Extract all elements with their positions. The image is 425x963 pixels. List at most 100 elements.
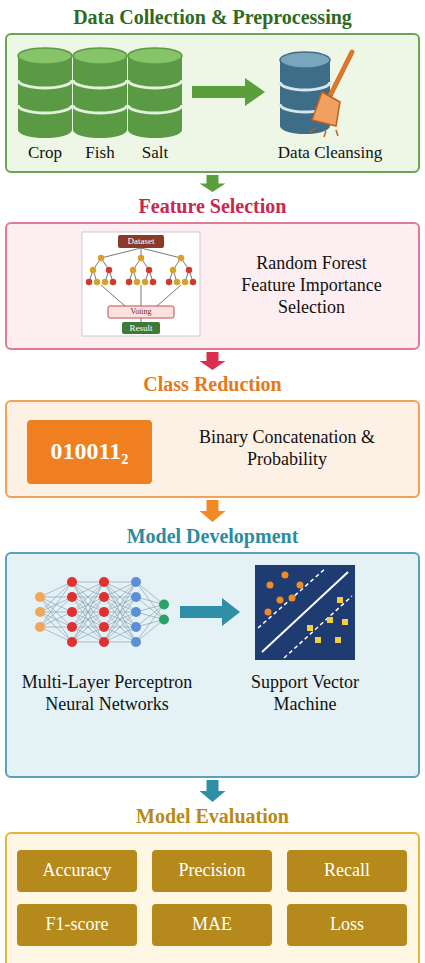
- panel-description: Binary Concatenation & Probability: [167, 427, 407, 471]
- neural-network-icon-part: [104, 582, 136, 597]
- icon-caption: Data Cleansing: [260, 143, 400, 164]
- panel-fill: [5, 552, 420, 778]
- svm-icon-part: [265, 609, 272, 616]
- stage-panel: Data Collection & PreprocessingCropFishS…: [5, 33, 420, 173]
- neural-network-icon-part: [40, 597, 72, 642]
- metric-box: Loss: [287, 904, 407, 946]
- flow-arrow: [200, 500, 226, 522]
- text-holder: Class Reduction: [7, 372, 418, 396]
- neural-network-icon-part: [104, 582, 136, 627]
- flow-arrow: [192, 78, 265, 106]
- svm-icon-part: [267, 582, 274, 589]
- metric-box: Precision: [152, 850, 272, 892]
- metric-box: F1-score: [17, 904, 137, 946]
- panel-heading: Feature Selection: [7, 194, 418, 218]
- text-holder: Model Evaluation: [7, 804, 418, 828]
- flow-arrow: [180, 598, 240, 626]
- neural-network-icon-part: [104, 582, 136, 627]
- database-icons-part: [18, 48, 72, 138]
- binary-code-box: 010011₂: [27, 420, 152, 484]
- svm-icon-part: [277, 597, 284, 604]
- neural-network-icon-part: [104, 627, 136, 642]
- neural-network-icon-part: [67, 637, 77, 647]
- random-forest-illustration-part: [126, 255, 156, 285]
- neural-network-icon-part: [35, 607, 45, 617]
- stage-panel: Feature SelectionRandom Forest Feature I…: [5, 222, 420, 350]
- text-holder: Feature Selection: [7, 194, 418, 218]
- illustration-label: Dataset: [128, 237, 155, 246]
- neural-network-icon-part: [99, 622, 109, 632]
- text-holder: MAE: [152, 904, 272, 946]
- random-forest-illustration-part: [108, 306, 174, 318]
- text-holder: Random Forest Feature Importance Selecti…: [229, 253, 394, 319]
- neural-network-icon-part: [131, 622, 141, 632]
- database-icons-part: [73, 48, 127, 138]
- svm-icon: [255, 565, 355, 660]
- panel-description: Random Forest Feature Importance Selecti…: [229, 253, 394, 319]
- brush-icon-part: [310, 128, 338, 137]
- stage-panel: Class ReductionBinary Concatenation & Pr…: [5, 400, 420, 498]
- illustration-label: Result: [129, 324, 152, 333]
- svm-icon-part: [289, 595, 296, 602]
- text-holder: Accuracy: [17, 850, 137, 892]
- icon-caption: Fish: [70, 143, 130, 164]
- text-holder: Precision: [152, 850, 272, 892]
- flow-arrow: [200, 175, 226, 192]
- neural-network-icon-part: [131, 577, 141, 587]
- icon-caption: Salt: [125, 143, 185, 164]
- text-holder: Salt: [125, 143, 185, 164]
- metric-label: Recall: [324, 860, 370, 882]
- brush-icon-part: [330, 52, 352, 96]
- metric-box: MAE: [152, 904, 272, 946]
- svm-icon-part: [342, 619, 348, 625]
- panel-fill: [5, 400, 420, 498]
- random-forest-illustration-part: [166, 255, 196, 285]
- text-holder: Fish: [70, 143, 130, 164]
- neural-network-icon-part: [104, 582, 136, 597]
- neural-network-icon-part: [67, 592, 77, 602]
- cleansing-icon-part: [280, 82, 330, 90]
- text-holder: Crop: [15, 143, 75, 164]
- neural-network-icon-part: [136, 620, 164, 643]
- database-icons-part: [128, 48, 182, 138]
- svm-icon-part: [297, 582, 304, 589]
- text-holder: 010011₂: [27, 420, 152, 484]
- svm-icon-part: [335, 637, 341, 643]
- metric-box: Recall: [287, 850, 407, 892]
- random-forest-illustration-part: [101, 285, 181, 322]
- neural-network-icon-part: [72, 582, 104, 627]
- svm-icon-part: [282, 572, 289, 579]
- svm-icon-part: [258, 568, 326, 628]
- text-holder: Loss: [287, 904, 407, 946]
- metric-label: Accuracy: [43, 860, 112, 882]
- random-forest-illustration: [82, 232, 200, 336]
- neural-network-icon-part: [40, 612, 72, 627]
- binary-code-text: 010011₂: [51, 437, 129, 466]
- neural-network-icon-part: [131, 637, 141, 647]
- brush-icon: [310, 52, 352, 137]
- neural-network-icon-part: [40, 582, 72, 597]
- panel-heading: Data Collection & Preprocessing: [7, 5, 418, 29]
- neural-network-icon-part: [99, 607, 109, 617]
- random-forest-illustration-part: [86, 255, 116, 285]
- metric-label: F1-score: [46, 914, 109, 936]
- neural-network-icon-part: [35, 592, 45, 602]
- svm-icon-part: [337, 597, 343, 603]
- metric-box: Accuracy: [17, 850, 137, 892]
- icon-caption: Crop: [15, 143, 75, 164]
- neural-network-icon-part: [99, 592, 109, 602]
- stage-panel: Model EvaluationAccuracyPrecisionRecallF…: [5, 832, 420, 963]
- neural-network-icon-part: [159, 600, 169, 610]
- panel-fill: [5, 222, 420, 350]
- neural-network-icon-part: [99, 577, 109, 587]
- stage-panel: Model DevelopmentMulti-Layer Perceptron …: [5, 552, 420, 778]
- neural-network-icon-part: [72, 627, 104, 642]
- svm-icon-part: [262, 572, 348, 652]
- text-holder: Model Development: [7, 524, 418, 548]
- illustration-label: Voting: [130, 308, 151, 316]
- neural-network-icon-part: [40, 627, 72, 642]
- text-holder: Recall: [287, 850, 407, 892]
- neural-network-icon-part: [104, 627, 136, 642]
- database-icons: [18, 48, 182, 138]
